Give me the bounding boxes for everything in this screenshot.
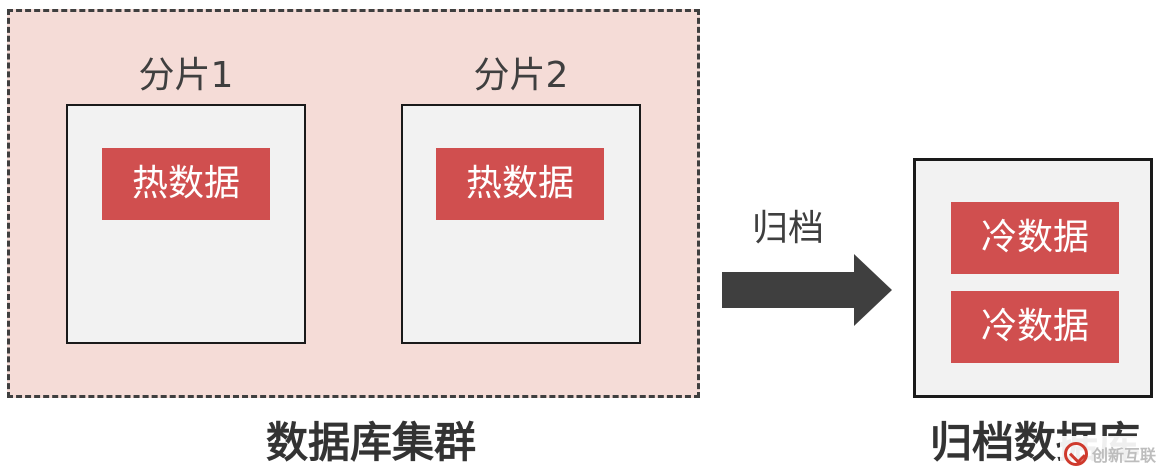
archive-database-box: 冷数据 冷数据 (913, 158, 1153, 398)
shard-1-box: 热数据 (66, 104, 306, 344)
shard-1-hot-data: 热数据 (102, 148, 270, 220)
watermark-logo-icon (1064, 442, 1088, 466)
shard-1-label: 分片1 (138, 55, 234, 96)
arrow-shape (722, 254, 892, 326)
shard-2-hot-data: 热数据 (436, 148, 604, 220)
cold-data-2: 冷数据 (951, 291, 1119, 363)
cold-data-1: 冷数据 (951, 202, 1119, 274)
archive-arrow-label: 归档 (752, 208, 825, 249)
cluster-caption: 数据库集群 (266, 418, 477, 467)
watermark: 创新互联 (1060, 436, 1161, 472)
shard-2-label: 分片2 (473, 55, 569, 96)
watermark-text: 创新互联 (1092, 446, 1157, 465)
shard-2-box: 热数据 (401, 104, 641, 344)
archive-arrow (722, 254, 892, 326)
